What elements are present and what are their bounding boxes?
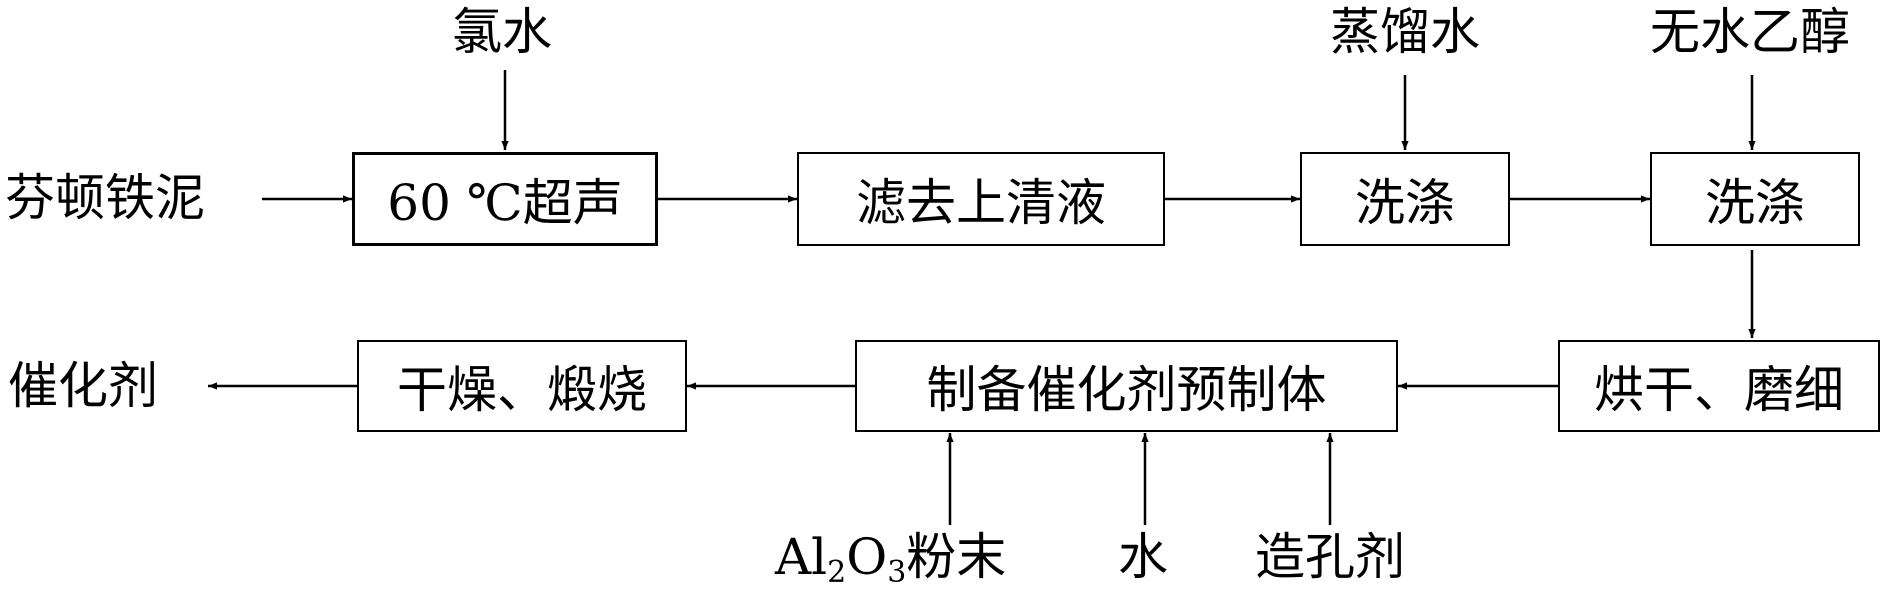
- chlorine-water-label: 氯水: [452, 3, 552, 61]
- distilled-water-label: 蒸馏水: [1330, 3, 1480, 61]
- ethanol-label: 无水乙醇: [1650, 3, 1850, 61]
- dry-calcine-step: 干燥、煅烧: [357, 340, 687, 432]
- pore-former-label: 造孔剂: [1255, 528, 1405, 586]
- al2o3-powder-label: Al2O3粉末: [775, 528, 1007, 590]
- wash-step-2: 洗涤: [1650, 152, 1860, 246]
- wash-step-2-label: 洗涤: [1705, 174, 1805, 232]
- dry-calcine-label: 干燥、煅烧: [397, 361, 647, 419]
- catalyst-output-label: 催化剂: [8, 357, 158, 415]
- dry-grind-step: 烘干、磨细: [1558, 340, 1880, 432]
- wash-step-1: 洗涤: [1300, 152, 1510, 246]
- remove-supernatant-step: 滤去上清液: [797, 152, 1165, 246]
- prepare-precursor-step: 制备催化剂预制体: [855, 340, 1398, 432]
- prepare-precursor-label: 制备催化剂预制体: [926, 361, 1327, 419]
- ultrasound-step: 60 ℃超声: [352, 152, 658, 246]
- water-label: 水: [1118, 528, 1168, 586]
- ultrasound-step-label: 60 ℃超声: [387, 174, 623, 232]
- remove-supernatant-label: 滤去上清液: [856, 174, 1106, 232]
- wash-step-1-label: 洗涤: [1355, 174, 1455, 232]
- raw-material-label: 芬顿铁泥: [5, 169, 205, 227]
- dry-grind-label: 烘干、磨细: [1594, 361, 1844, 419]
